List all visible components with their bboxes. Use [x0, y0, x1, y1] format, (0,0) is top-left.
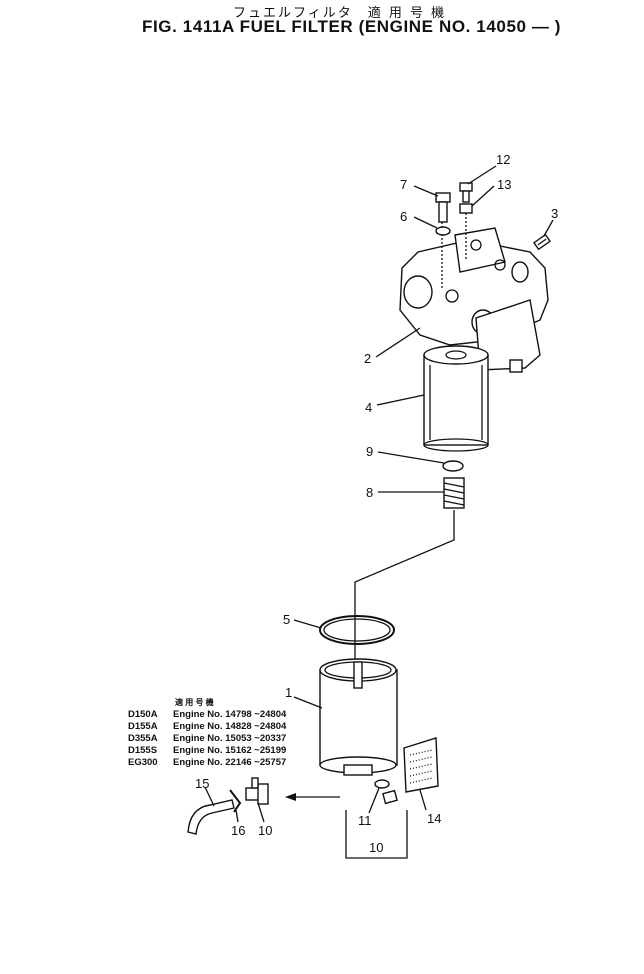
filter-element-4 — [423, 345, 489, 452]
callout-14: 14 — [427, 811, 441, 826]
washer-6 — [435, 226, 451, 236]
engine-cell: Engine No. 15162 ~25199 — [173, 745, 287, 756]
model-cell: EG300 — [128, 757, 158, 768]
engine-cell: Engine No. 22146 ~25757 — [173, 757, 287, 768]
table-row: D150A Engine No. 14798 ~24804 — [128, 709, 286, 721]
callout-9: 9 — [366, 444, 373, 459]
callout-7: 7 — [400, 177, 407, 192]
callout-2: 2 — [364, 351, 371, 366]
callout-4: 4 — [365, 400, 372, 415]
figure-title: FIG. 1411A FUEL FILTER (ENGINE NO. 14050… — [142, 17, 562, 36]
engine-cell: Engine No. 14798 ~24804 — [173, 709, 287, 720]
spring-8 — [443, 477, 465, 509]
japanese-title: フュエルフィルタ 適 用 号 機 — [233, 6, 447, 21]
plug-3 — [532, 233, 552, 251]
o-ring-5 — [319, 615, 395, 645]
callout-16: 16 — [231, 823, 245, 838]
engine-cell: Engine No. 14828 ~24804 — [173, 721, 287, 732]
applicability-table: 適 用 号 機 D150A Engine No. 14798 ~24804 D1… — [128, 697, 286, 769]
clamp-16 — [229, 789, 242, 813]
table-row: D155S Engine No. 15162 ~25199 — [128, 745, 286, 757]
callout-13: 13 — [497, 177, 511, 192]
engine-cell: Engine No. 15053 ~20337 — [173, 733, 287, 744]
bolt-12 — [459, 182, 473, 203]
callout-11: 11 — [358, 813, 372, 828]
washer-9 — [442, 460, 464, 472]
callout-10-right: 10 — [369, 840, 383, 855]
callout-12: 12 — [496, 152, 510, 167]
filter-case-1 — [319, 658, 398, 776]
model-cell: D155A — [128, 721, 158, 732]
callout-15: 15 — [195, 776, 209, 791]
label-plate-14 — [403, 737, 439, 793]
table-row: EG300 Engine No. 22146 ~25757 — [128, 757, 286, 769]
model-cell: D355A — [128, 733, 158, 744]
leader-lines — [204, 165, 554, 823]
callout-numbers: 7 12 13 6 3 2 4 9 8 5 1 15 16 10 11 14 1… — [195, 152, 558, 855]
callout-5: 5 — [283, 612, 290, 627]
callout-8: 8 — [366, 485, 373, 500]
callout-3: 3 — [551, 206, 558, 221]
table-row: D355A Engine No. 15053 ~20337 — [128, 733, 286, 745]
drain-cock-10 — [245, 777, 269, 805]
gasket-11 — [374, 779, 390, 789]
applicability-header: 適 用 号 機 — [175, 698, 214, 707]
model-cell: D150A — [128, 709, 158, 720]
hose-15 — [187, 799, 235, 835]
callout-10-left: 10 — [258, 823, 272, 838]
nut-13 — [459, 203, 473, 214]
bolt-7 — [435, 192, 451, 290]
callout-6: 6 — [400, 209, 407, 224]
model-cell: D155S — [128, 745, 158, 756]
drain-plug-10 — [382, 789, 398, 805]
arrow-icon — [285, 793, 340, 801]
callout-1: 1 — [285, 685, 292, 700]
table-row: D155A Engine No. 14828 ~24804 — [128, 721, 286, 733]
